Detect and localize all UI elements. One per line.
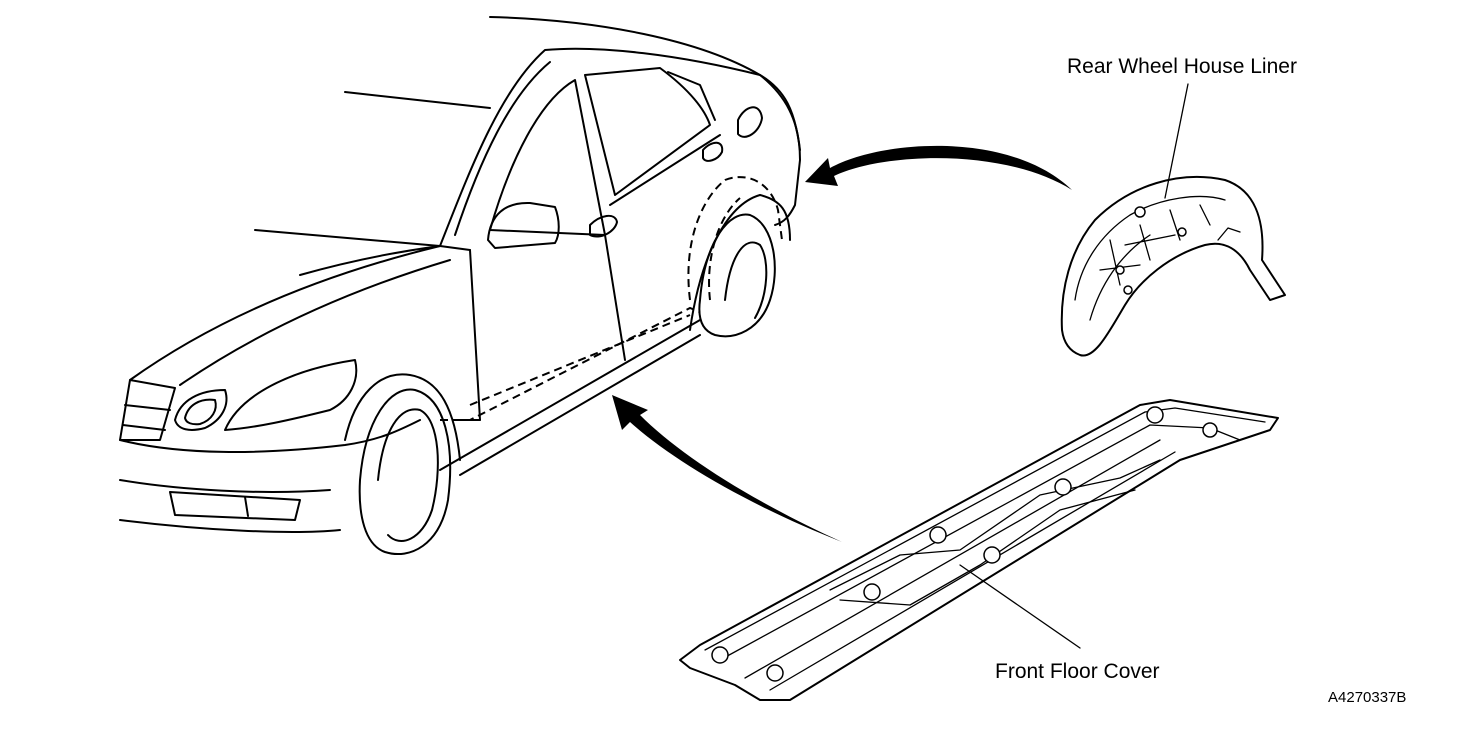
install-arrow-upper [805,145,1072,190]
front-floor-cover [679,399,1279,701]
car-illustration [119,16,801,556]
install-arrow-lower [612,395,842,542]
figure-code: A4270337B [1328,689,1407,706]
leader-line-rear-liner [1164,83,1189,199]
rear-wheel-house-liner [1060,176,1286,357]
rear-wheel-house-liner-label: Rear Wheel House Liner [1067,55,1297,78]
leader-line-front-cover [959,564,1081,649]
front-floor-cover-label: Front Floor Cover [995,660,1160,683]
